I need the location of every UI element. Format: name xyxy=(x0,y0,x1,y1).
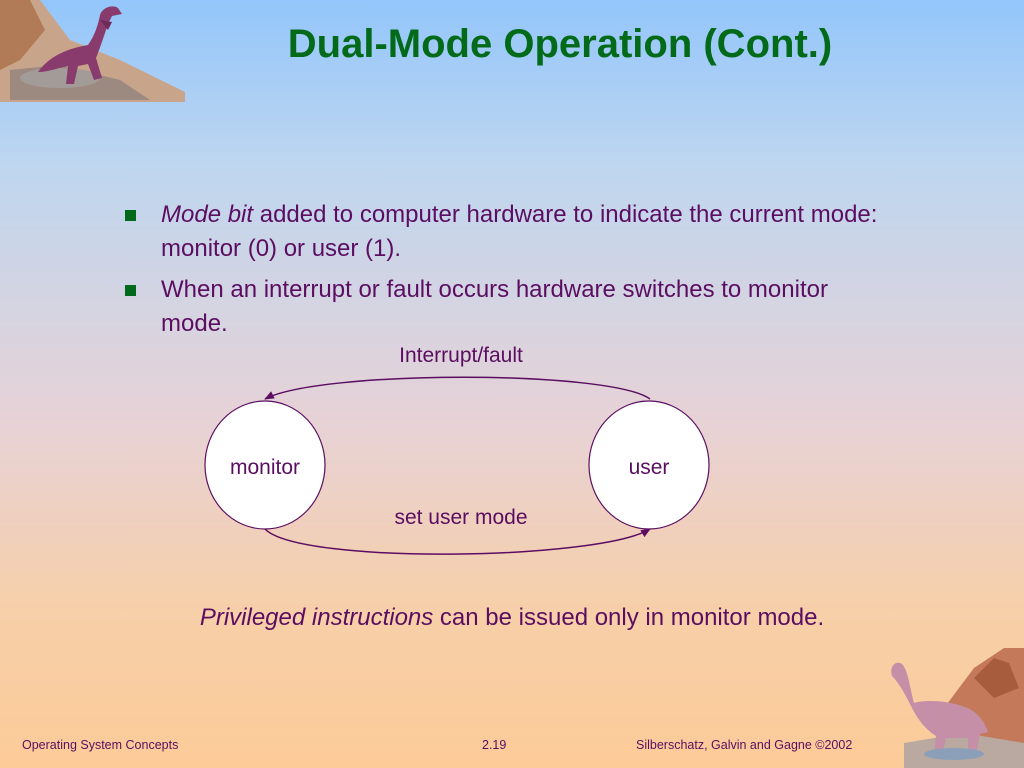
footer-slide-number: 2.19 xyxy=(482,738,507,752)
interrupt-fault-arrow xyxy=(264,376,651,400)
dinosaur-illustration-top xyxy=(0,0,185,102)
dinosaur-illustration-bottom xyxy=(891,648,1024,768)
privileged-instructions-note: Privileged instructions can be issued on… xyxy=(0,604,1024,632)
bullet-text: added to computer hardware to indicate t… xyxy=(161,201,878,262)
bullet-item-interrupt: When an interrupt or fault occurs hardwa… xyxy=(120,273,880,341)
square-bullet-icon xyxy=(125,210,136,221)
monitor-state-circle xyxy=(204,400,326,530)
set-user-mode-arrow xyxy=(264,528,651,555)
interrupt-fault-label: Interrupt/fault xyxy=(399,344,523,367)
bullet-text: When an interrupt or fault occurs hardwa… xyxy=(161,276,828,337)
slide-title: Dual-Mode Operation (Cont.) xyxy=(287,22,833,66)
set-user-mode-label: set user mode xyxy=(394,506,527,529)
note-emphasis: Privileged instructions xyxy=(199,604,434,631)
bullet-list: Mode bit added to computer hardware to i… xyxy=(120,198,880,348)
user-state-label: user xyxy=(629,456,670,479)
note-text: can be issued only in monitor mode. xyxy=(433,604,825,631)
monitor-state-label: monitor xyxy=(230,456,300,479)
user-state-circle xyxy=(588,400,710,530)
footer-course-title: Operating System Concepts xyxy=(22,738,179,752)
bullet-emphasis: Mode bit xyxy=(161,201,254,228)
square-bullet-icon xyxy=(125,285,136,296)
footer-copyright: Silberschatz, Galvin and Gagne ©2002 xyxy=(636,738,853,752)
bullet-item-mode-bit: Mode bit added to computer hardware to i… xyxy=(120,198,880,266)
